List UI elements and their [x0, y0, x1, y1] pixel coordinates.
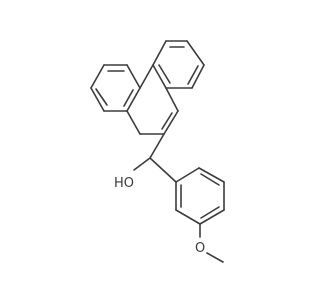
- hydroxyl-label: HO: [114, 176, 134, 191]
- bond: [149, 133, 165, 159]
- bond: [163, 110, 179, 135]
- bond: [126, 110, 141, 135]
- bond-double-inner: [161, 112, 173, 130]
- molecule-structure: HO O: [90, 40, 225, 263]
- bond: [199, 209, 225, 225]
- bond: [90, 64, 105, 89]
- bond-double-inner: [95, 88, 108, 106]
- bond-double-inner: [158, 64, 171, 84]
- methoxy-oxygen-label: O: [195, 241, 205, 256]
- phenanthrene-ring-system: [90, 40, 205, 135]
- methoxy-group: O: [195, 223, 224, 263]
- carbinol-group: HO: [114, 133, 177, 191]
- bond: [133, 157, 151, 171]
- bond: [175, 167, 200, 183]
- bond-double-inner: [187, 65, 199, 85]
- bond: [139, 64, 154, 89]
- bond: [165, 87, 179, 112]
- bond: [198, 167, 225, 183]
- bond: [126, 87, 141, 112]
- methoxyphenyl-ring: [175, 167, 225, 225]
- bond: [175, 209, 201, 225]
- bond: [152, 40, 167, 66]
- bond: [90, 87, 105, 112]
- bond: [206, 252, 224, 263]
- bond: [191, 64, 205, 89]
- bond: [186, 40, 205, 66]
- bond: [152, 64, 167, 89]
- bond-double-inner: [200, 173, 220, 186]
- bond-double-inner: [200, 206, 220, 219]
- bond: [149, 157, 177, 183]
- bond-double-inner: [123, 89, 134, 107]
- bond: [126, 64, 141, 89]
